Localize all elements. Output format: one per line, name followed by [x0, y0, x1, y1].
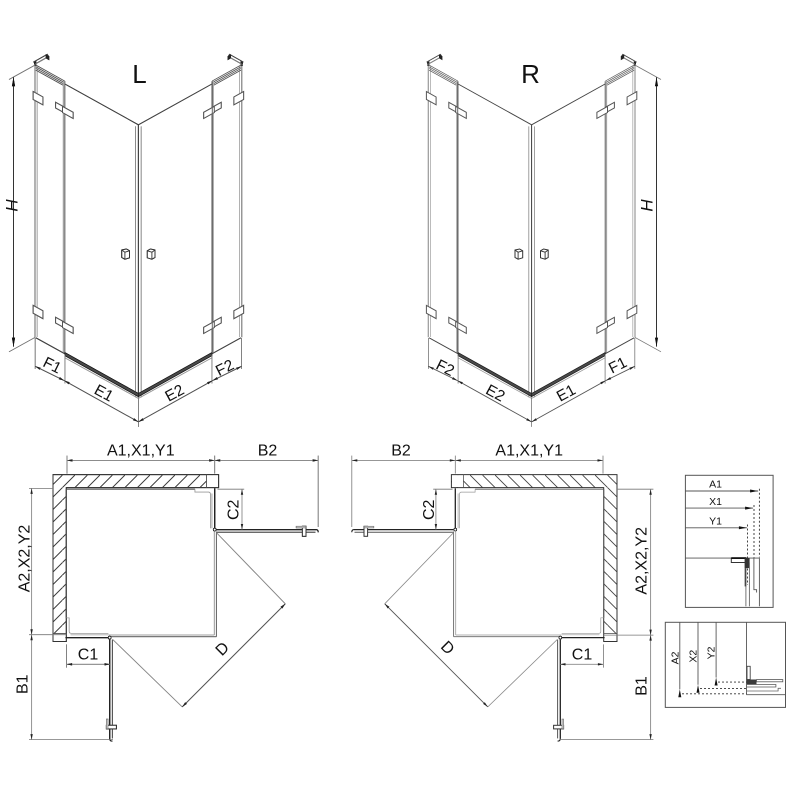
svg-text:Y2: Y2 — [706, 646, 718, 659]
svg-text:A2: A2 — [669, 651, 681, 664]
svg-text:A1,X1,Y1: A1,X1,Y1 — [495, 443, 563, 460]
svg-text:B1: B1 — [15, 674, 32, 694]
svg-text:C1: C1 — [78, 647, 99, 664]
svg-text:B2: B2 — [391, 443, 411, 460]
svg-text:L: L — [132, 59, 146, 89]
svg-text:E1: E1 — [91, 382, 116, 406]
svg-text:E2: E2 — [483, 382, 508, 406]
svg-text:B2: B2 — [258, 443, 278, 460]
svg-text:Y1: Y1 — [709, 516, 722, 528]
svg-text:B1: B1 — [633, 676, 650, 696]
svg-text:A2,X2,Y2: A2,X2,Y2 — [16, 525, 33, 593]
svg-text:F1: F1 — [40, 354, 64, 377]
svg-text:F2: F2 — [433, 357, 457, 380]
svg-text:H: H — [3, 199, 22, 212]
svg-text:A1,X1,Y1: A1,X1,Y1 — [107, 443, 175, 460]
svg-text:E1: E1 — [554, 382, 579, 406]
svg-text:X2: X2 — [688, 650, 700, 663]
svg-text:A1: A1 — [709, 478, 722, 490]
svg-text:H: H — [638, 199, 657, 212]
svg-text:C1: C1 — [572, 647, 593, 664]
svg-text:X1: X1 — [709, 496, 722, 508]
svg-text:A2,X2,Y2: A2,X2,Y2 — [633, 527, 650, 595]
svg-text:C2: C2 — [226, 499, 243, 520]
svg-text:F1: F1 — [606, 354, 630, 377]
svg-text:R: R — [521, 59, 540, 89]
svg-text:F2: F2 — [213, 357, 237, 380]
svg-text:E2: E2 — [162, 382, 187, 406]
svg-text:C2: C2 — [421, 499, 438, 520]
